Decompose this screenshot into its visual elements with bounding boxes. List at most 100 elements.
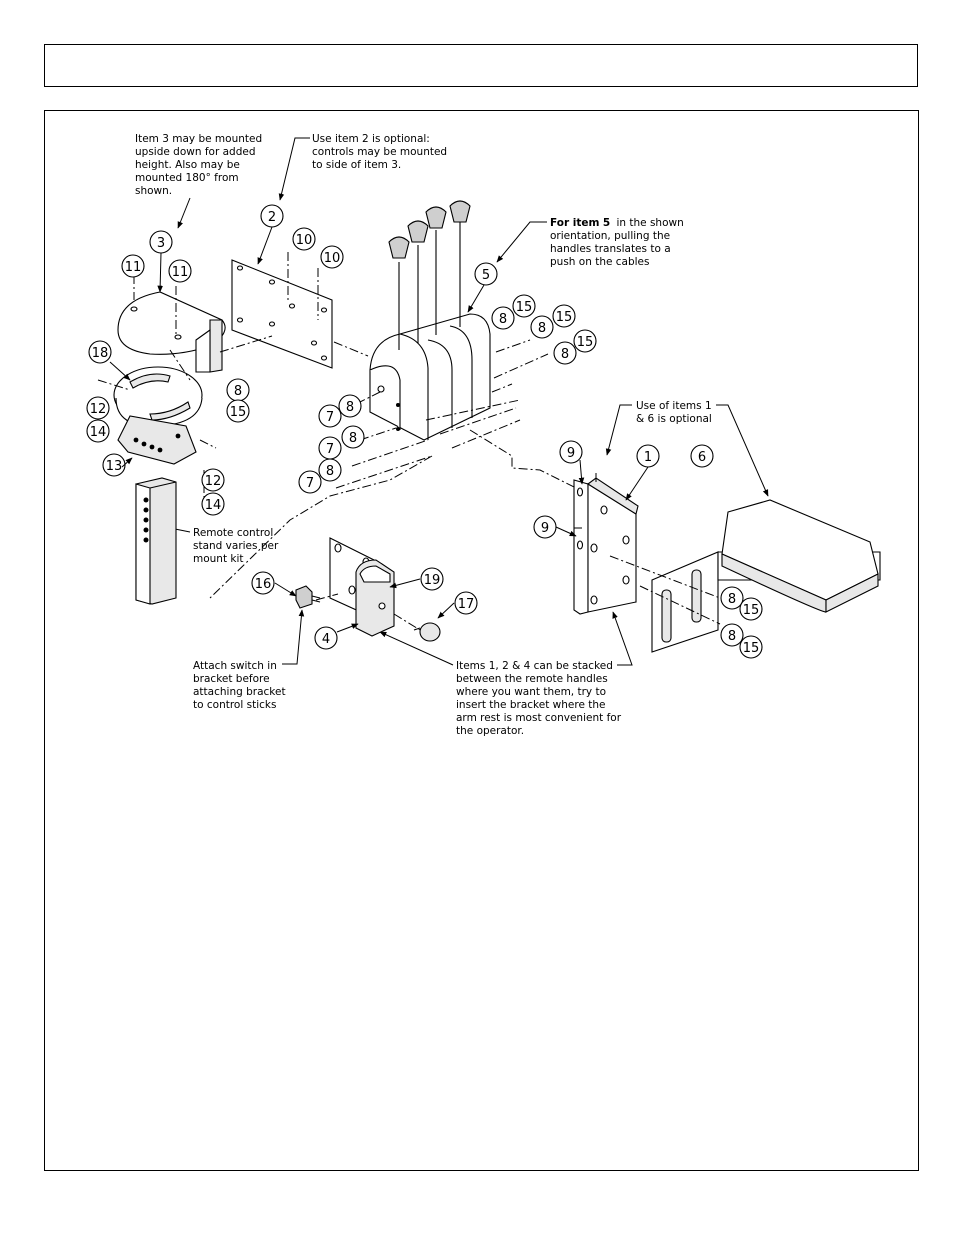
- part-2-plate: [231, 259, 333, 369]
- callout-leaders: [109, 226, 649, 633]
- callouts: 1 2 3 4 5 6 7 7 7 8 8 8 8 8 8 8 8 8 9 9 …: [86, 204, 763, 659]
- part-3-mount-bracket: [117, 291, 226, 373]
- callout-8g: 8: [553, 341, 577, 365]
- callout-18: 18: [88, 340, 112, 364]
- svg-text:For item 5 in the shown: For item 5 in the shown: [550, 217, 684, 229]
- assembly-lines: [97, 252, 721, 631]
- svg-text:11: 11: [172, 265, 189, 280]
- callout-8f: 8: [530, 315, 554, 339]
- callout-6: 6: [690, 444, 714, 468]
- callout-8e: 8: [491, 306, 515, 330]
- svg-text:8: 8: [234, 384, 242, 399]
- note-item2: Use item 2 is optional: controls may be …: [312, 133, 447, 171]
- callout-8h: 8: [720, 586, 744, 610]
- callout-8d: 8: [226, 378, 250, 402]
- svg-text:15: 15: [743, 603, 760, 618]
- svg-text:10: 10: [296, 233, 313, 248]
- callout-19: 19: [420, 567, 444, 591]
- leader-note-stack-4: [379, 631, 454, 666]
- callout-8a: 8: [338, 394, 362, 418]
- callout-12a: 12: [86, 396, 110, 420]
- callout-8i: 8: [720, 623, 744, 647]
- svg-text:upside down for added: upside down for added: [135, 146, 256, 158]
- svg-text:15: 15: [556, 310, 573, 325]
- callout-4: 4: [314, 626, 338, 650]
- svg-text:between the remote handles: between the remote handles: [456, 673, 608, 685]
- svg-text:Attach switch in: Attach switch in: [193, 660, 277, 672]
- svg-text:14: 14: [205, 498, 222, 513]
- callout-13: 13: [102, 453, 126, 477]
- note-item3: Item 3 may be mounted upside down for ad…: [135, 133, 262, 197]
- svg-text:7: 7: [326, 410, 334, 425]
- callout-8c: 8: [318, 458, 342, 482]
- svg-text:shown.: shown.: [135, 185, 172, 197]
- note-stand: Remote control stand varies per mount ki…: [193, 527, 279, 565]
- leader-note-1: [605, 404, 632, 456]
- callout-8b: 8: [341, 425, 365, 449]
- note-switch: Attach switch in bracket before attachin…: [193, 660, 286, 711]
- svg-text:Use of items 1: Use of items 1: [636, 400, 712, 412]
- part-18-swivel-plate: [113, 366, 203, 427]
- svg-text:13: 13: [106, 459, 123, 474]
- svg-text:8: 8: [349, 431, 357, 446]
- svg-text:11: 11: [125, 260, 142, 275]
- callout-2: 2: [260, 204, 284, 228]
- svg-text:insert the bracket where the: insert the bracket where the: [456, 699, 605, 711]
- callout-15d: 15: [573, 329, 597, 353]
- svg-text:8: 8: [561, 347, 569, 362]
- callout-9a: 9: [559, 440, 583, 464]
- callout-3: 3: [149, 230, 173, 254]
- part-6-arm-rest: [651, 499, 881, 653]
- svg-text:14: 14: [90, 425, 107, 440]
- callout-15c: 15: [552, 304, 576, 328]
- svg-text:8: 8: [326, 464, 334, 479]
- svg-text:6: 6: [698, 450, 706, 465]
- callout-11a: 11: [121, 254, 145, 278]
- svg-text:8: 8: [346, 400, 354, 415]
- callout-9b: 9: [533, 515, 557, 539]
- part-4-switch-bracket: [329, 537, 395, 637]
- callout-1: 1: [636, 444, 660, 468]
- callout-7b: 7: [318, 436, 342, 460]
- svg-text:to control sticks: to control sticks: [193, 699, 276, 711]
- svg-text:controls may be mounted: controls may be mounted: [312, 146, 447, 158]
- svg-text:mounted 180° from: mounted 180° from: [135, 172, 239, 184]
- part-17-knob: [413, 622, 441, 642]
- svg-text:9: 9: [567, 446, 575, 461]
- svg-text:15: 15: [743, 641, 760, 656]
- svg-text:height. Also may be: height. Also may be: [135, 159, 240, 171]
- svg-text:& 6 is optional: & 6 is optional: [636, 413, 712, 425]
- leader-note-2: [278, 137, 310, 201]
- header-box: [44, 44, 918, 87]
- callout-7c: 7: [298, 470, 322, 494]
- svg-text:Items 1, 2 & 4 can be stacked: Items 1, 2 & 4 can be stacked: [456, 660, 613, 672]
- svg-text:handles translates to a: handles translates to a: [550, 243, 671, 255]
- part-13-adapter: [117, 415, 197, 465]
- note-item5: For item 5 in the shown orientation, pul…: [550, 217, 684, 268]
- svg-text:8: 8: [728, 592, 736, 607]
- callout-15f: 15: [739, 635, 763, 659]
- callout-15b: 15: [512, 294, 536, 318]
- svg-text:17: 17: [458, 597, 475, 612]
- callout-10b: 10: [320, 245, 344, 269]
- svg-text:the operator.: the operator.: [456, 725, 524, 737]
- svg-text:attaching bracket: attaching bracket: [193, 686, 286, 698]
- svg-text:8: 8: [538, 321, 546, 336]
- callout-17: 17: [454, 591, 478, 615]
- callout-16: 16: [251, 571, 275, 595]
- svg-text:2: 2: [268, 210, 276, 225]
- callout-15a: 15: [226, 399, 250, 423]
- svg-text:15: 15: [577, 335, 594, 350]
- note-item5-rest: in the shown: [613, 217, 684, 229]
- svg-text:Remote control: Remote control: [193, 527, 273, 539]
- callout-14b: 14: [201, 492, 225, 516]
- svg-text:7: 7: [326, 442, 334, 457]
- svg-text:bracket before: bracket before: [193, 673, 270, 685]
- note-items-1-6: Use of items 1 & 6 is optional: [636, 400, 712, 425]
- svg-text:9: 9: [541, 521, 549, 536]
- callout-5: 5: [474, 262, 498, 286]
- callout-14a: 14: [86, 419, 110, 443]
- svg-text:Use item 2 is optional:: Use item 2 is optional:: [312, 133, 430, 145]
- svg-text:stand varies per: stand varies per: [193, 540, 279, 552]
